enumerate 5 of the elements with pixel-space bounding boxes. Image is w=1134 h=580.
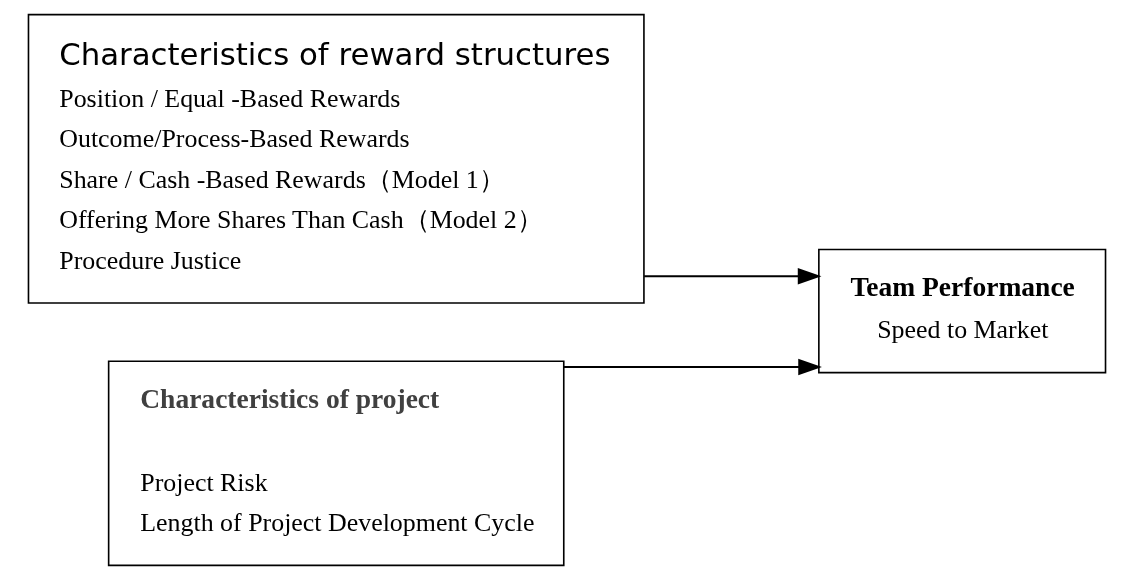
node-box: Characteristics of project Project Risk Length of Project Development Cycle [107,360,565,567]
node-box: Characteristics of reward structures Position / Equal -Based Rewards Outcome/Process-Based Rewards Share / Cash -Based Rewards（Model 1） Offering More Shares Than Cash（Model 2） Procedure Justice [27,13,645,304]
arrow [644,267,822,285]
node-box: Team Performance Speed to Market [818,248,1107,374]
arrow [563,358,822,376]
